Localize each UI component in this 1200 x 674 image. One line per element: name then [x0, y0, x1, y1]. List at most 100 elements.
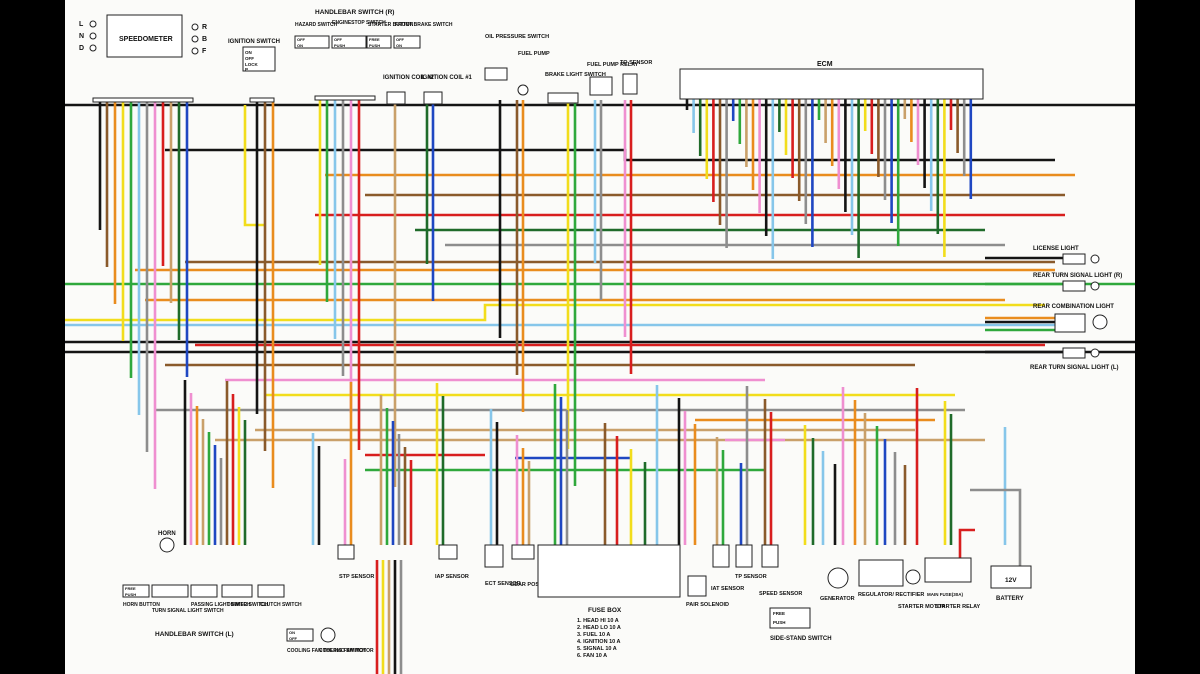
svg-text:3. FUEL 10 A: 3. FUEL 10 A: [577, 632, 610, 638]
svg-text:FUSE BOX: FUSE BOX: [588, 607, 622, 614]
speedometer-pins-right: R B F: [191, 23, 207, 55]
svg-text:STARTER RELAY: STARTER RELAY: [935, 604, 981, 610]
svg-text:F: F: [202, 48, 207, 55]
svg-text:ON: ON: [289, 630, 295, 635]
svg-text:MAIN FUSE(30A): MAIN FUSE(30A): [927, 592, 964, 597]
speedometer-pins-left: L N D: [79, 20, 97, 52]
svg-text:DIMMER SWITCH: DIMMER SWITCH: [227, 602, 269, 608]
svg-text:REGULATOR/ RECTIFIER: REGULATOR/ RECTIFIER: [858, 592, 924, 598]
svg-text:TURN SIGNAL LIGHT SWITCH: TURN SIGNAL LIGHT SWITCH: [152, 608, 224, 614]
svg-text:FREE: FREE: [773, 611, 785, 616]
svg-text:TO SENSOR: TO SENSOR: [620, 60, 652, 66]
ect-sensor: ECT SENSOR: [484, 544, 521, 587]
svg-text:PUSH: PUSH: [369, 43, 380, 48]
svg-text:FRONT BRAKE SWITCH: FRONT BRAKE SWITCH: [395, 22, 453, 28]
wiring-diagram-sheet: SPEEDOMETER L N D R B F IGNITION SWITCH …: [65, 0, 1135, 674]
oil-pressure-switch: OIL PRESSURE SWITCH: [484, 34, 549, 81]
brake-light-switch: BRAKE LIGHT SWITCH: [545, 72, 606, 104]
bus-yellow: [65, 303, 1045, 322]
generator: GENERATOR: [820, 567, 855, 602]
cooling-fan-thermo-switch: ON OFF COOLING FAN THERMO SWITCH: [286, 628, 366, 654]
svg-text:PASSING LIGHT SWITCH: PASSING LIGHT SWITCH: [191, 602, 251, 608]
svg-text:PAIR SOLENOID: PAIR SOLENOID: [686, 602, 729, 608]
svg-text:LOCK: LOCK: [245, 62, 258, 67]
cooling-fan-motor: COOLING FAN MOTOR: [319, 627, 374, 654]
bus-yellow-3: [243, 105, 265, 227]
svg-text:ENGINESTOP SWITCH: ENGINESTOP SWITCH: [332, 20, 386, 26]
relay-wire: [958, 528, 975, 566]
svg-text:COOLING FAN MOTOR: COOLING FAN MOTOR: [319, 648, 374, 654]
svg-text:STARTER MOTOR: STARTER MOTOR: [898, 604, 945, 610]
svg-text:D: D: [79, 45, 84, 52]
ecm: ECM: [679, 61, 984, 100]
svg-text:ON: ON: [297, 43, 303, 48]
svg-text:ECT SENSOR: ECT SENSOR: [485, 581, 521, 587]
svg-text:GENERATOR: GENERATOR: [820, 596, 855, 602]
license-light: LICENSE LIGHT: [1033, 246, 1100, 265]
svg-text:REAR TURN SIGNAL LIGHT (L): REAR TURN SIGNAL LIGHT (L): [1030, 365, 1119, 371]
ignition-coil-2: IGNITION COIL #2: [383, 75, 435, 105]
svg-text:OFF: OFF: [289, 636, 298, 641]
svg-text:SIDE-STAND SWITCH: SIDE-STAND SWITCH: [770, 636, 832, 642]
svg-text:HORN BUTTON: HORN BUTTON: [123, 602, 160, 608]
handlebar-switch-l: FREE PUSH HORN BUTTON TURN SIGNAL LIGHT …: [122, 584, 302, 638]
fuel-pump: FUEL PUMP: [517, 51, 550, 96]
svg-text:OFF: OFF: [245, 56, 254, 61]
svg-text:REAR COMBINATION LIGHT: REAR COMBINATION LIGHT: [1033, 304, 1114, 310]
starter-motor: STARTER MOTOR: [898, 569, 945, 610]
svg-text:OIL PRESSURE SWITCH: OIL PRESSURE SWITCH: [485, 34, 549, 40]
svg-text:P: P: [245, 67, 248, 72]
svg-text:OFF: OFF: [334, 37, 343, 42]
svg-text:IAP SENSOR: IAP SENSOR: [435, 574, 469, 580]
svg-text:HANDLEBAR SWITCH (L): HANDLEBAR SWITCH (L): [155, 631, 234, 638]
battery-wire: [970, 488, 1022, 566]
ignition-switch: IGNITION SWITCH ON OFF LOCK P: [228, 39, 280, 103]
svg-text:B: B: [202, 36, 207, 43]
wiring-diagram: SPEEDOMETER L N D R B F IGNITION SWITCH …: [65, 9, 1135, 674]
fuel-pump-relay: FUEL PUMP RELAY: [587, 62, 639, 96]
speed-sensor: SPEED SENSOR: [759, 544, 802, 597]
svg-text:R: R: [202, 24, 207, 31]
rear-turn-signal-light-r: REAR TURN SIGNAL LIGHT (R): [1033, 273, 1122, 292]
svg-text:IGNITION COIL #1: IGNITION COIL #1: [421, 75, 473, 81]
svg-text:STP SENSOR: STP SENSOR: [339, 574, 374, 580]
horn: HORN: [158, 531, 176, 553]
iat-sensor: IAT SENSOR: [711, 544, 744, 592]
speedometer: SPEEDOMETER: [92, 14, 194, 103]
wire-harness: [65, 99, 1135, 674]
svg-text:OFF: OFF: [297, 37, 306, 42]
handlebar-switch-r: HANDLEBAR SWITCH (R) HAZARD SWITCH ENGIN…: [294, 9, 453, 101]
svg-text:6. FAN 10 A: 6. FAN 10 A: [577, 653, 607, 659]
svg-text:OFF: OFF: [396, 37, 405, 42]
svg-text:FUEL PUMP RELAY: FUEL PUMP RELAY: [587, 62, 639, 68]
regulator-rectifier: REGULATOR/ RECTIFIER: [858, 559, 924, 598]
svg-text:CLUTCH SWITCH: CLUTCH SWITCH: [260, 602, 302, 608]
svg-text:4. IGNITION 10 A: 4. IGNITION 10 A: [577, 639, 621, 645]
svg-text:ON: ON: [245, 50, 252, 55]
ignition-coil-1: IGNITION COIL #1: [421, 75, 473, 105]
svg-text:FREE: FREE: [369, 37, 380, 42]
battery: 12V BATTERY: [990, 565, 1032, 602]
svg-text:PUSH: PUSH: [125, 592, 136, 597]
svg-text:HANDLEBAR SWITCH (R): HANDLEBAR SWITCH (R): [315, 9, 394, 16]
svg-text:HORN: HORN: [158, 531, 176, 537]
svg-text:IAT SENSOR: IAT SENSOR: [711, 586, 744, 592]
svg-text:BRAKE LIGHT SWITCH: BRAKE LIGHT SWITCH: [545, 72, 606, 78]
rear-combination-light: REAR COMBINATION LIGHT: [1033, 304, 1114, 333]
starter-relay: MAIN FUSE(30A) STARTER RELAY: [924, 557, 981, 610]
svg-text:FREE: FREE: [125, 586, 136, 591]
svg-text:ON: ON: [396, 43, 402, 48]
fuse-box-list: 1. HEAD HI 10 A 2. HEAD LO 10 A 3. FUEL …: [577, 618, 621, 659]
svg-text:IGNITION COIL #2: IGNITION COIL #2: [383, 75, 435, 81]
svg-text:2. HEAD LO 10 A: 2. HEAD LO 10 A: [577, 625, 621, 631]
svg-text:5. SIGNAL 10 A: 5. SIGNAL 10 A: [577, 646, 617, 652]
svg-text:N: N: [79, 33, 84, 40]
bus-black-2: [165, 148, 1055, 162]
svg-text:COOLING FAN THERMO SWITCH: COOLING FAN THERMO SWITCH: [287, 648, 366, 654]
rear-turn-signal-light-l: REAR TURN SIGNAL LIGHT (L): [1030, 347, 1119, 371]
svg-text:PUSH: PUSH: [334, 43, 345, 48]
iap-sensor: IAP SENSOR: [435, 544, 469, 580]
svg-text:STARTER BUTTON: STARTER BUTTON: [368, 22, 414, 28]
svg-text:IGNITION SWITCH: IGNITION SWITCH: [228, 39, 280, 45]
fuse-box: FUSE BOX: [537, 544, 681, 614]
